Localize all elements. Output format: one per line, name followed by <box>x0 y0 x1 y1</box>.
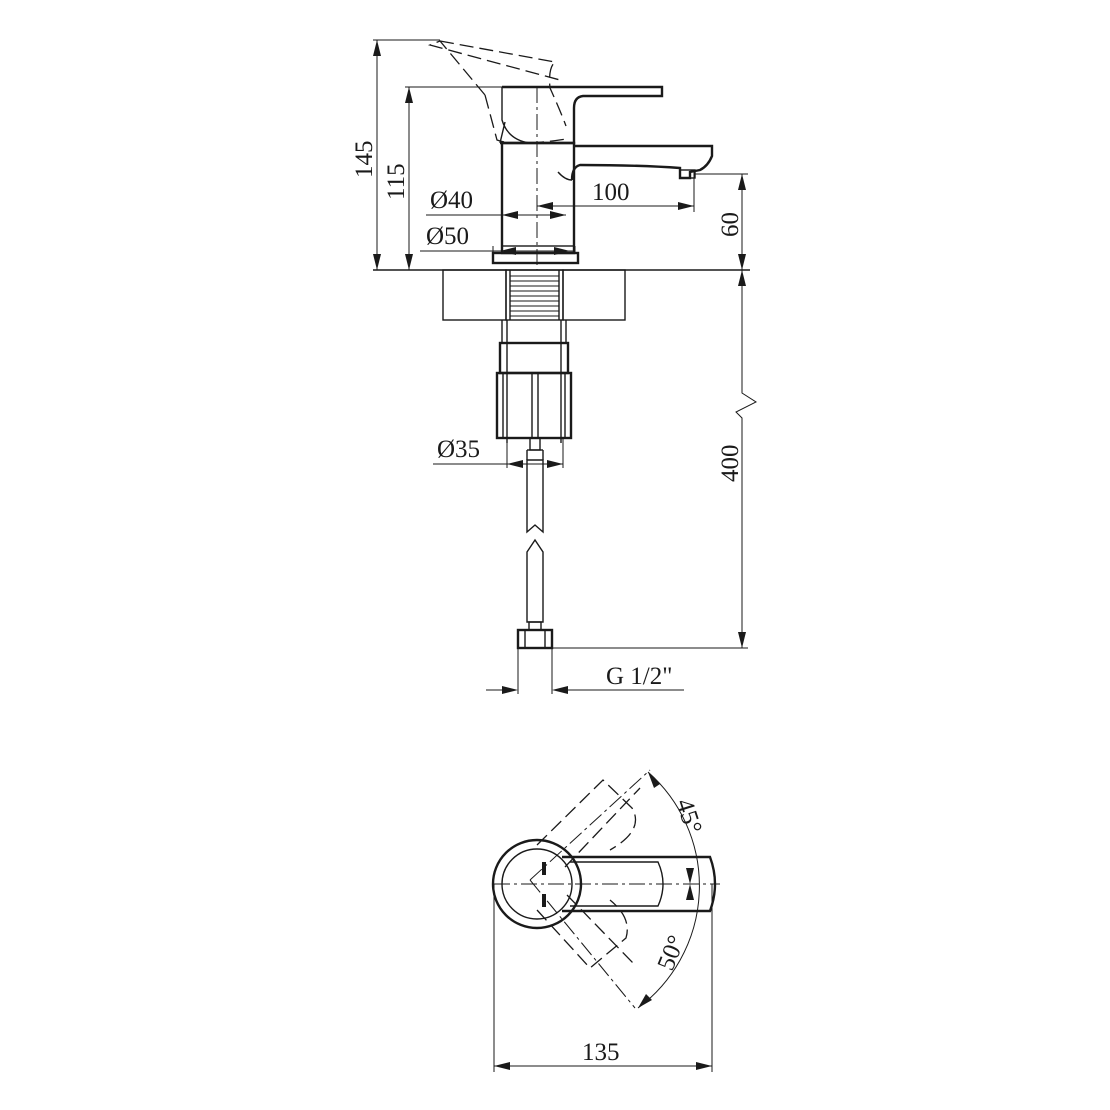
dim-145-label: 145 <box>351 141 378 179</box>
countertop-section <box>442 269 626 321</box>
lever-swing-outlines <box>529 769 651 1009</box>
dimension-connection-thread: G 1/2" <box>486 648 684 694</box>
lever-raised-outline <box>427 40 567 144</box>
side-view: 145 115 Ø40 Ø50 <box>351 39 758 694</box>
flexible-hose <box>516 437 554 650</box>
dimension-base-diameter: Ø50 <box>420 223 576 255</box>
dimension-body-diameter: Ø40 <box>426 187 566 219</box>
dimension-spout-reach: 100 <box>537 172 695 212</box>
threaded-shank <box>509 270 560 320</box>
lever-handle <box>499 85 664 145</box>
angle-arc: 45° 50° <box>637 771 707 1009</box>
base-ring <box>491 251 580 265</box>
indicator-mark-cold <box>542 894 546 907</box>
dimension-overall-length: 135 <box>493 884 713 1072</box>
dimension-body-height: 115 <box>383 86 502 270</box>
dim-60-label: 60 <box>717 212 744 237</box>
mixer-body <box>500 141 576 255</box>
dimension-hose-length: 400 <box>552 270 758 649</box>
dim-400-label: 400 <box>717 445 744 483</box>
dim-100-label: 100 <box>592 179 630 206</box>
top-view: 45° 50° 135 <box>491 769 720 1072</box>
dim-o40-label: Ø40 <box>430 187 473 214</box>
indicator-mark-hot <box>542 862 546 875</box>
dimension-overall-height: 145 <box>351 39 440 270</box>
angle-50-label: 50° <box>653 932 691 975</box>
dim-135-label: 135 <box>582 1039 620 1066</box>
angle-45-label: 45° <box>670 796 706 838</box>
hose-nut <box>516 628 554 650</box>
dim-o35-label: Ø35 <box>437 436 480 463</box>
dim-o50-label: Ø50 <box>426 223 469 250</box>
dimension-shank-diameter: Ø35 <box>433 436 564 468</box>
dimension-spout-height: 60 <box>694 173 748 270</box>
spout <box>557 144 714 181</box>
fixing-assembly <box>495 320 573 443</box>
dim-115-label: 115 <box>383 163 410 200</box>
dim-thread-label: G 1/2" <box>606 663 672 690</box>
